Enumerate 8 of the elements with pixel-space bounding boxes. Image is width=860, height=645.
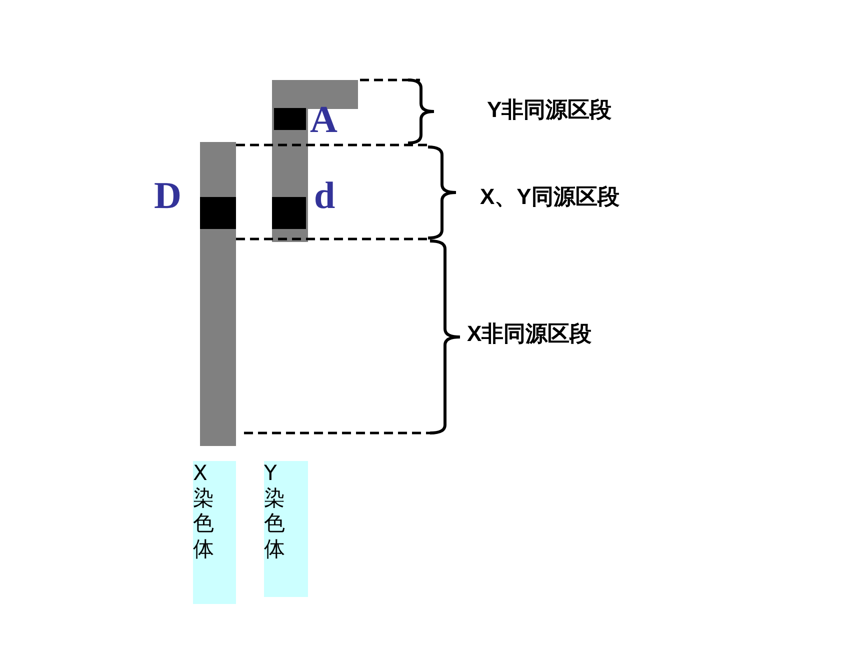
region-label: X、Y同源区段 (480, 183, 620, 211)
allele-label: A (310, 101, 338, 139)
allele-label: D (154, 177, 182, 215)
region-label: X非同源区段 (467, 320, 592, 348)
allele-label: d (314, 177, 336, 215)
region-label: Y非同源区段 (487, 96, 612, 124)
label-box: Y染色体 (264, 461, 308, 597)
label-box: X染色体 (193, 461, 236, 604)
